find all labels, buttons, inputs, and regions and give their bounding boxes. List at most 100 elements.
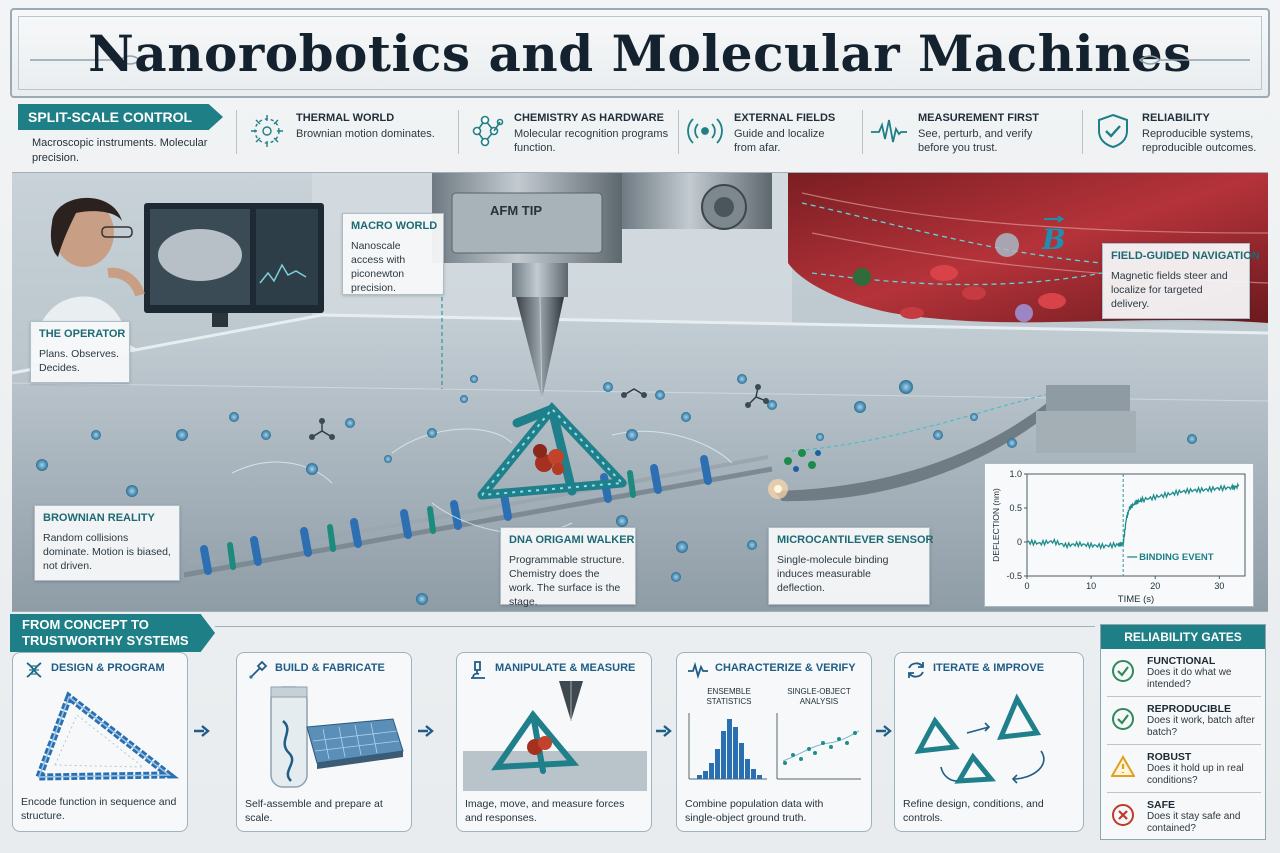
step-title: MANIPULATE & MEASURE xyxy=(495,662,636,674)
step-title: CHARACTERIZE & VERIFY xyxy=(715,662,856,674)
small-molecules xyxy=(311,386,767,438)
step-title: ITERATE & IMPROVE xyxy=(933,662,1045,674)
gate-robust: ROBUST Does it hold up in real condition… xyxy=(1107,747,1261,793)
y-tick-label: -0.5 xyxy=(1006,571,1022,581)
step-description: Refine design, conditions, and controls. xyxy=(903,798,1044,824)
feature-text: Reproducible systems, reproducible outco… xyxy=(1142,128,1257,154)
gate-title: ROBUST xyxy=(1147,751,1192,763)
step-build-fabricate: BUILD & FABRICATE Self-assemble and prep… xyxy=(236,652,412,832)
divider xyxy=(236,110,237,154)
gate-title: FUNCTIONAL xyxy=(1147,655,1216,667)
deflection-trace xyxy=(1026,482,1240,551)
feature-text: Guide and localize from afar. xyxy=(734,128,825,154)
divider xyxy=(1082,110,1083,154)
pipette-icon xyxy=(249,660,268,679)
gate-text: Does it stay safe and contained? xyxy=(1147,811,1241,834)
callout-text: Single-molecule binding induces measurab… xyxy=(777,554,889,594)
feature-measurement-first: MEASUREMENT FIRST See, perturb, and veri… xyxy=(870,106,1070,164)
gate-title: SAFE xyxy=(1147,799,1176,811)
flourish-left-icon xyxy=(30,55,142,65)
pulse-icon xyxy=(688,661,708,680)
y-tick-label: 0.5 xyxy=(1009,503,1022,513)
gate-text: Does it do what we intended? xyxy=(1147,667,1232,690)
molecule-icon xyxy=(472,115,504,147)
check-circle-icon xyxy=(1112,708,1134,730)
feature-title: MEASUREMENT FIRST xyxy=(918,112,1039,124)
brownian-particles xyxy=(36,374,1197,605)
callout-field-navigation: FIELD-GUIDED NAVIGATION Magnetic fields … xyxy=(1102,243,1260,319)
callout-text: Plans. Observes. Decides. xyxy=(39,348,119,374)
callout-title: THE OPERATOR xyxy=(39,328,126,340)
feature-title: CHEMISTRY AS HARDWARE xyxy=(514,112,664,124)
warning-icon xyxy=(1111,755,1135,777)
x-circle-icon xyxy=(1112,804,1134,826)
arrow-right-icon xyxy=(418,725,434,737)
callout-title: MICROCANTILEVER SENSOR xyxy=(777,534,934,546)
step-title: DESIGN & PROGRAM xyxy=(51,662,165,674)
y-tick-label: 1.0 xyxy=(1009,469,1022,479)
x-tick-label: 20 xyxy=(1150,581,1160,591)
workflow-divider xyxy=(215,626,1095,627)
y-tick-label: 0 xyxy=(1017,537,1022,547)
afm-walker-art xyxy=(463,681,647,791)
iteration-cycle-art xyxy=(914,693,1045,784)
afm-tip-label: AFM TIP xyxy=(490,203,542,218)
gate-text: Does it work, batch after batch? xyxy=(1147,715,1255,738)
divider xyxy=(458,110,459,154)
shield-check-icon xyxy=(1098,113,1128,149)
step-manipulate-measure: MANIPULATE & MEASURE Image, move, and me… xyxy=(456,652,652,832)
hero-scene: B AFM TIP xyxy=(12,172,1268,612)
flourish-right-icon xyxy=(1138,55,1250,65)
callout-microcantilever: MICROCANTILEVER SENSOR Single-molecule b… xyxy=(768,527,934,605)
callout-text: Random collisions dominate. Motion is bi… xyxy=(43,532,171,572)
arrow-right-icon xyxy=(656,725,672,737)
field-symbol: B xyxy=(1041,223,1066,256)
reliability-gates-panel: RELIABILITY GATES FUNCTIONAL Does it do … xyxy=(1100,624,1266,840)
feature-reliability: RELIABILITY Reproducible systems, reprod… xyxy=(1094,106,1268,164)
callout-title: BROWNIAN REALITY xyxy=(43,512,155,524)
chart-frame xyxy=(1026,473,1246,577)
feature-title: RELIABILITY xyxy=(1142,112,1210,124)
y-axis-label: DEFLECTION (nm) xyxy=(991,488,1001,562)
arrow-right-icon xyxy=(876,725,892,737)
divider xyxy=(678,110,679,154)
feature-title: THERMAL WORLD xyxy=(296,112,395,124)
callout-title: DNA ORIGAMI WALKER xyxy=(509,534,635,546)
x-axis-label: TIME (s) xyxy=(1118,594,1154,605)
test-tube-chip-art xyxy=(270,686,404,788)
gate-title: REPRODUCIBLE xyxy=(1147,703,1232,715)
step-title: BUILD & FABRICATE xyxy=(275,662,385,674)
page-title: Nanorobotics and Molecular Machines xyxy=(88,24,1192,83)
header-strip: SPLIT-SCALE CONTROL Macroscopic instrume… xyxy=(10,102,1270,168)
binding-event-label: BINDING EVENT xyxy=(1139,552,1214,563)
gates-title: RELIABILITY GATES xyxy=(1101,625,1265,649)
arrow-right-icon xyxy=(194,725,210,737)
callout-macro-world: MACRO WORLD Nanoscale access with picone… xyxy=(342,213,444,295)
gate-reproducible: REPRODUCIBLE Does it work, batch after b… xyxy=(1107,699,1261,745)
feature-title: EXTERNAL FIELDS xyxy=(734,112,836,124)
split-scale-ribbon: SPLIT-SCALE CONTROL xyxy=(18,104,223,130)
divider xyxy=(862,110,863,154)
callout-title: MACRO WORLD xyxy=(351,220,438,232)
callout-operator: THE OPERATOR Plans. Observes. Decides. xyxy=(30,321,130,383)
gate-text: Does it hold up in real conditions? xyxy=(1147,763,1244,786)
feature-thermal-world: THERMAL WORLD Brownian motion dominates. xyxy=(248,106,448,164)
step-description: Combine population data with single-obje… xyxy=(685,798,824,824)
hero-illustration: B AFM TIP xyxy=(12,173,1268,611)
feature-text: Molecular recognition programs function. xyxy=(514,128,669,154)
split-scale-subtitle: Macroscopic instruments. Molecular preci… xyxy=(32,137,208,164)
step-description: Image, move, and measure forces and resp… xyxy=(465,798,625,824)
title-banner: Nanorobotics and Molecular Machines xyxy=(10,8,1270,98)
microscope-icon xyxy=(471,661,485,679)
x-tick-label: 30 xyxy=(1214,581,1224,591)
feature-text: See, perturb, and verify before you trus… xyxy=(918,128,1033,154)
single-object-analysis-label: SINGLE-OBJECT ANALYSIS xyxy=(787,687,851,706)
workflow-ribbon: FROM CONCEPT TO TRUSTWORTHY SYSTEMS xyxy=(10,614,215,652)
gate-functional: FUNCTIONAL Does it do what we intended? xyxy=(1107,651,1261,697)
dna-icon xyxy=(26,662,42,678)
check-circle-icon xyxy=(1112,660,1134,682)
feature-text: Brownian motion dominates. xyxy=(296,128,435,140)
